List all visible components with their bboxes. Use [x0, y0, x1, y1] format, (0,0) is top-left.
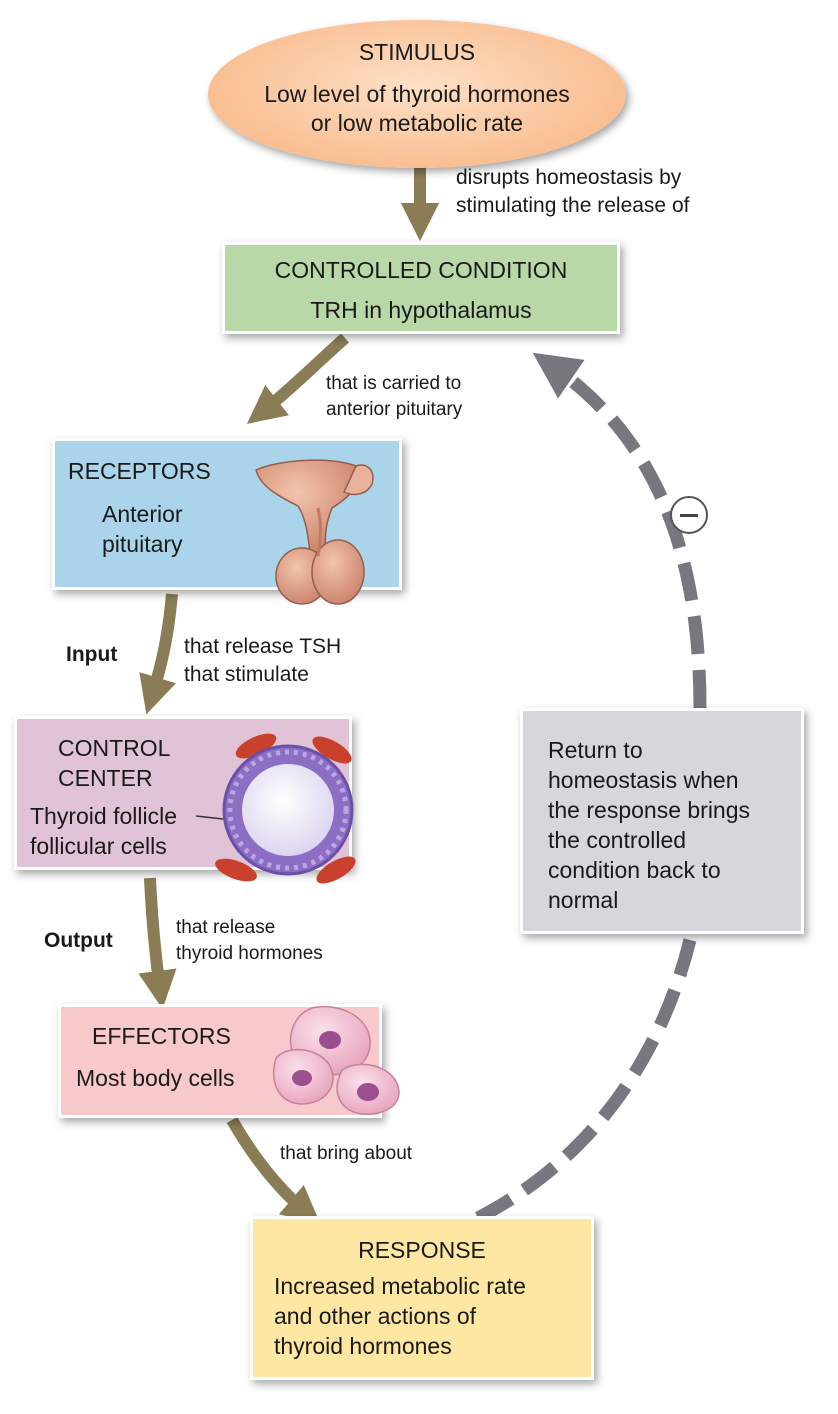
stimulus-line-1: Low level of thyroid hormones — [264, 81, 570, 107]
arrow-receptors-to-center — [139, 593, 178, 715]
label-release-hormones-1: that release — [176, 917, 276, 938]
receptors-line-1: Anterior — [102, 501, 183, 527]
response-line-1: Increased metabolic rate — [274, 1273, 526, 1299]
label-input: Input — [66, 643, 118, 666]
stimulus-ellipse — [208, 20, 626, 168]
arrow-center-to-effectors — [138, 877, 177, 1010]
control-center-line-1: Thyroid follicle — [30, 803, 177, 829]
stimulus-title: STIMULUS — [358, 39, 476, 65]
controlled-condition-title: CONTROLLED CONDITION — [274, 257, 568, 283]
receptors-title: RECEPTORS — [68, 458, 211, 484]
controlled-condition-box — [222, 242, 620, 334]
feedback-line-1: Return to — [548, 737, 643, 763]
minus-sign-icon — [670, 496, 708, 534]
label-bring-about: that bring about — [280, 1143, 413, 1164]
label-output: Output — [44, 929, 113, 952]
label-release-tsh-2: that stimulate — [184, 663, 309, 686]
pituitary-gland-icon — [255, 459, 374, 605]
feedback-loop-lower — [475, 938, 697, 1224]
label-carried-1: that is carried to — [326, 373, 462, 394]
feedback-line-5: condition back to — [548, 857, 721, 883]
effectors-body: Most body cells — [76, 1065, 235, 1091]
label-release-hormones-2: thyroid hormones — [176, 943, 323, 964]
receptors-line-2: pituitary — [102, 531, 183, 557]
label-carried-2: anterior pituitary — [326, 399, 463, 420]
effectors-title: EFFECTORS — [92, 1023, 231, 1049]
label-disrupts-2: stimulating the release of — [456, 194, 690, 217]
controlled-condition-body: TRH in hypothalamus — [310, 297, 532, 323]
stimulus-line-2: or low metabolic rate — [310, 110, 524, 136]
thyroid-follicle-icon — [196, 733, 356, 884]
body-cells-icon — [273, 1005, 400, 1115]
arrow-effectors-to-response — [226, 1117, 321, 1225]
control-center-title-1: CONTROL — [58, 735, 171, 761]
feedback-line-3: the response brings — [548, 797, 751, 823]
label-release-tsh-1: that release TSH — [184, 635, 342, 658]
arrow-condition-to-receptors — [246, 333, 349, 424]
response-line-2: and other actions of — [274, 1303, 477, 1329]
response-line-3: thyroid hormones — [274, 1333, 452, 1359]
label-disrupts-1: disrupts homeostasis by — [456, 166, 682, 189]
feedback-line-2: homeostasis when — [548, 767, 739, 793]
feedback-box — [520, 708, 804, 934]
control-center-title-2: CENTER — [58, 765, 153, 791]
response-box — [250, 1216, 594, 1380]
feedback-line-6: normal — [548, 887, 619, 913]
control-center-line-2: follicular cells — [30, 833, 167, 859]
response-title: RESPONSE — [358, 1237, 486, 1263]
feedback-loop-upper — [532, 352, 707, 709]
feedback-line-4: the controlled — [548, 827, 687, 853]
